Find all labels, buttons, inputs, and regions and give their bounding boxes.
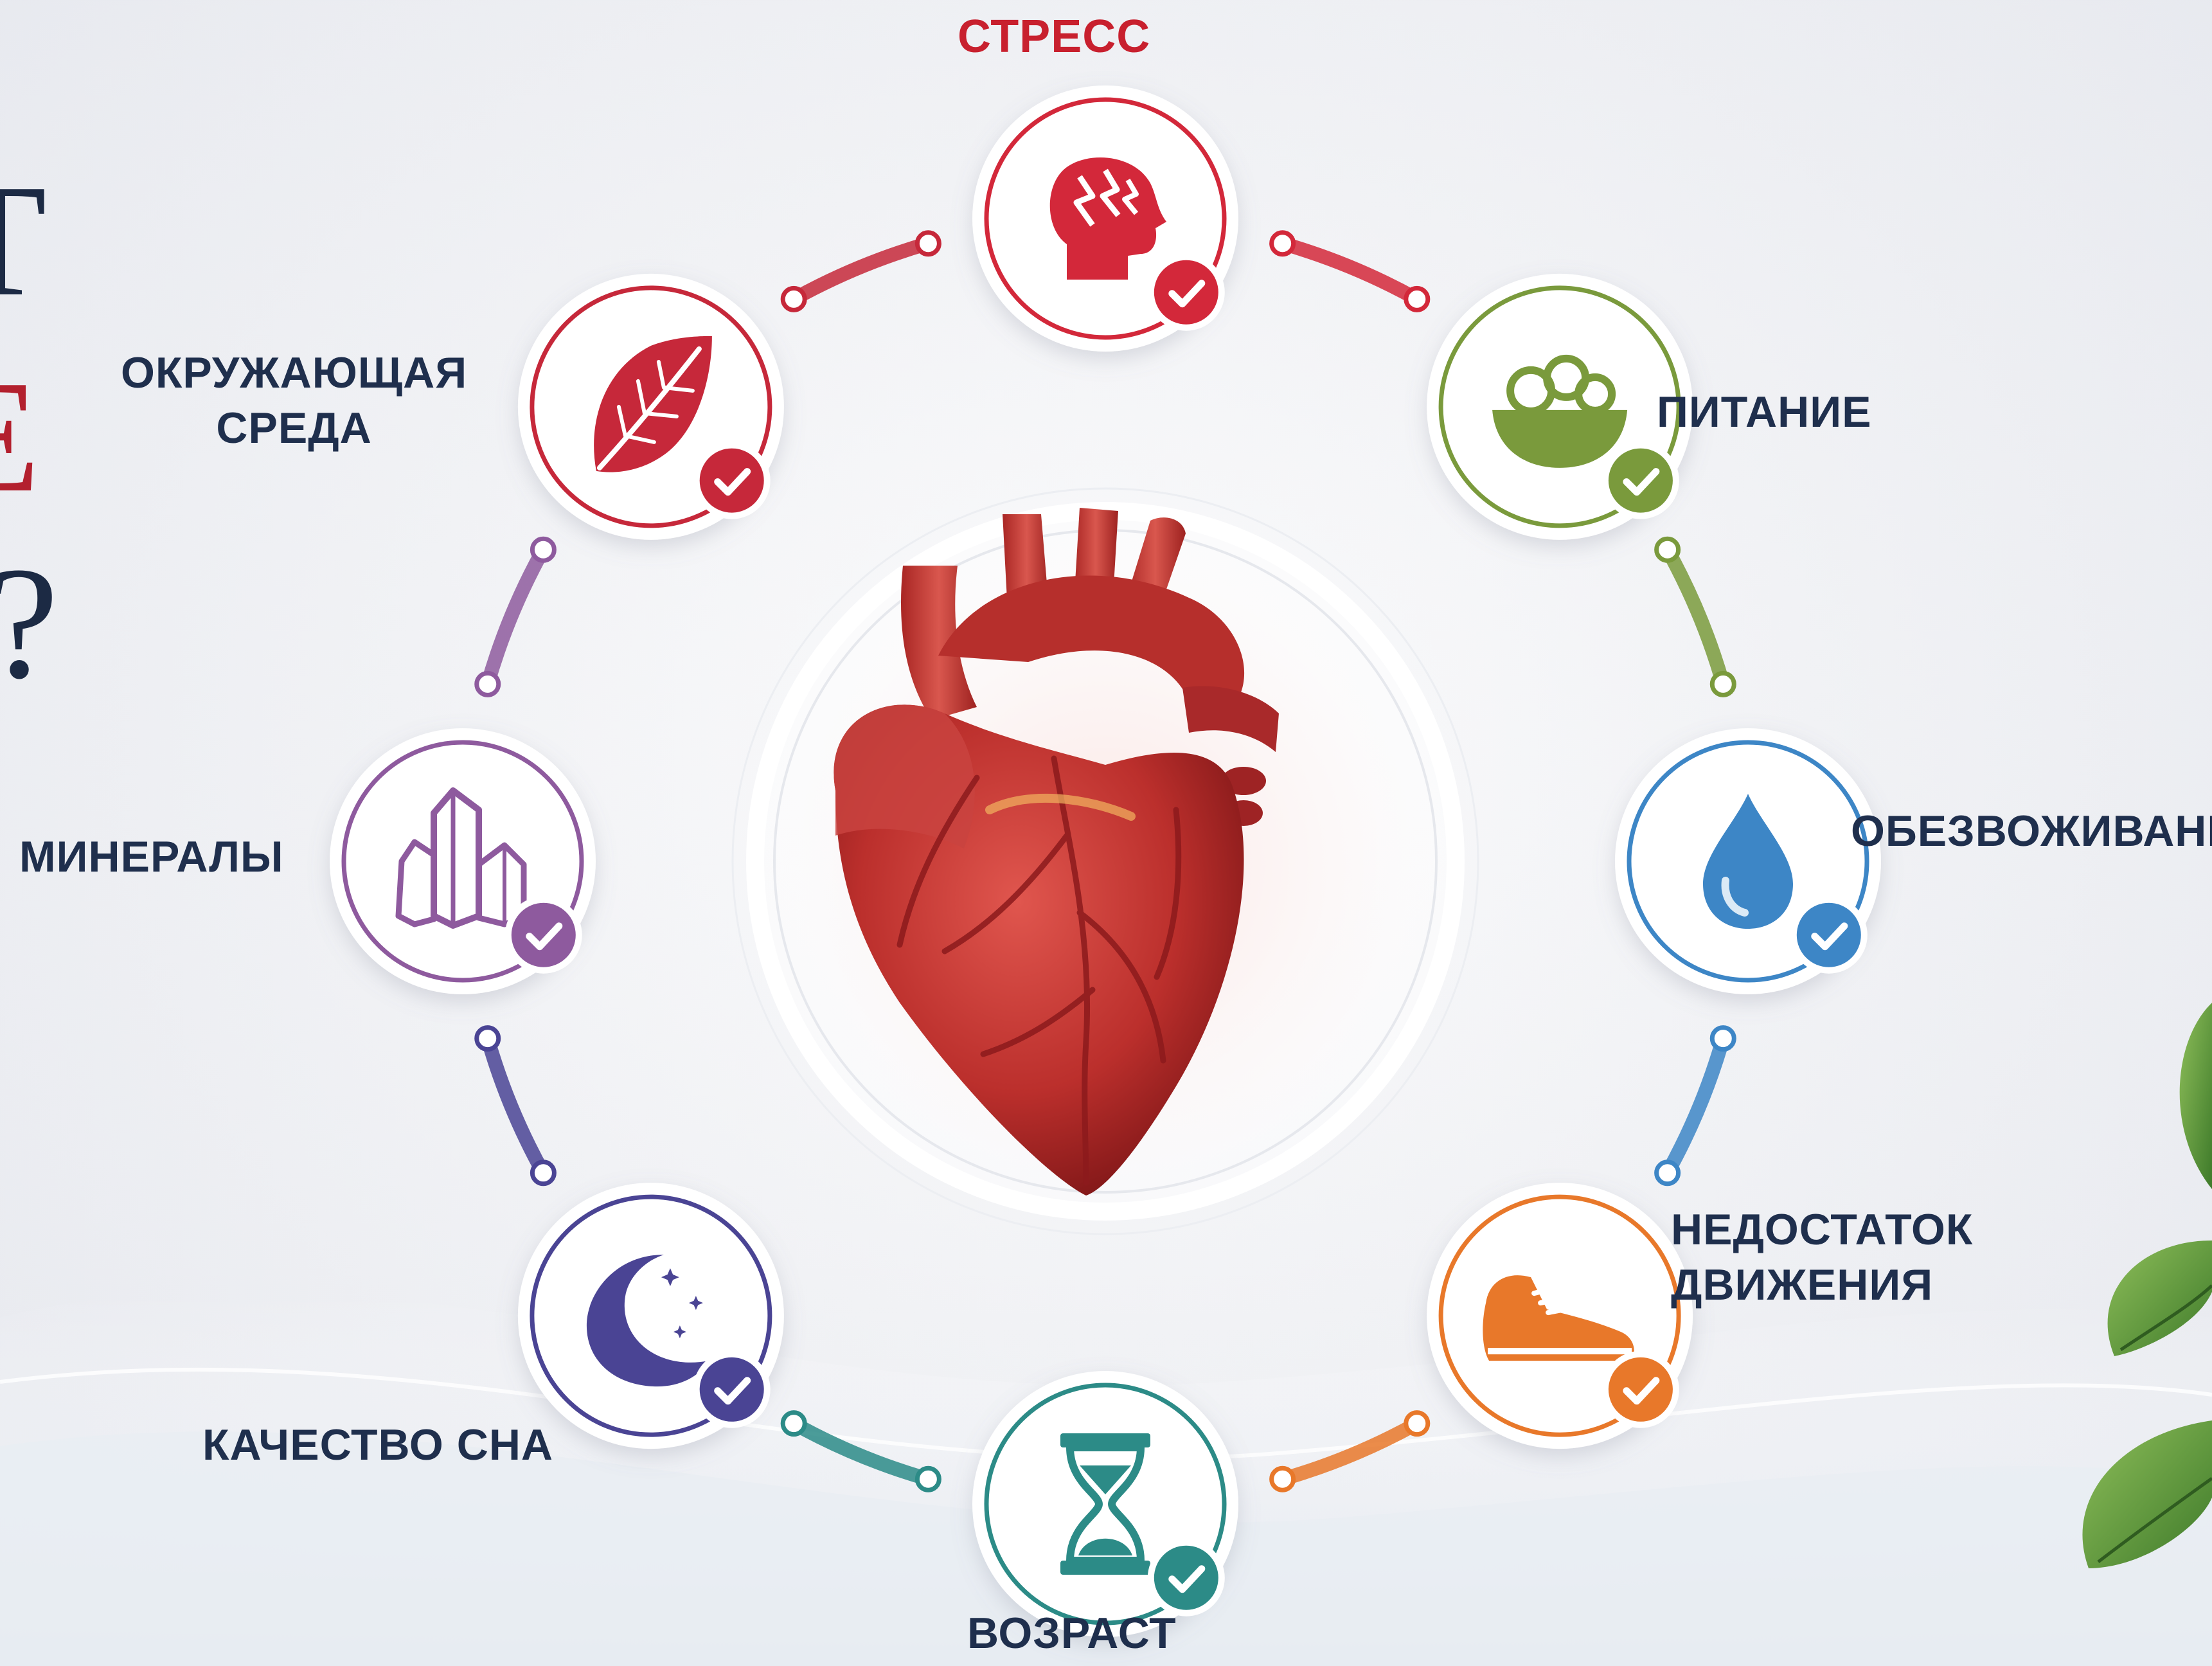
title-letter-3: ?	[0, 543, 58, 704]
check-badge-icon	[1790, 896, 1868, 974]
connector-arc-sleep	[474, 1025, 557, 1187]
factor-label-minerals: МИНЕРАЛЫ	[19, 832, 284, 881]
check-badge-icon	[693, 442, 771, 519]
factor-node-sleep	[517, 1183, 784, 1449]
factor-node-dehydration	[1615, 728, 1881, 994]
connector-arc-inactivity	[1269, 1410, 1431, 1492]
salad-bowl-icon	[1492, 354, 1628, 468]
factor-node-stress	[972, 85, 1238, 352]
check-badge-icon	[1601, 442, 1679, 519]
factor-label-stress: СТРЕСС	[958, 11, 1151, 62]
anatomical-heart-icon	[834, 508, 1279, 1196]
head-stress-icon	[1049, 157, 1166, 280]
connector-arc-minerals	[474, 536, 557, 697]
connector-arc-nutrition	[1654, 536, 1736, 697]
connector-arc-dehydration	[1654, 1025, 1736, 1187]
check-badge-icon	[1601, 1350, 1679, 1428]
factor-node-nutrition	[1427, 273, 1693, 540]
leaf-icon	[594, 336, 712, 472]
check-badge-icon	[1147, 253, 1225, 331]
check-badge-icon	[1147, 1539, 1225, 1617]
factor-nodes	[330, 85, 1881, 1637]
factor-label-inactivity: НЕДОСТАТОК ДВИЖЕНИЯ	[1671, 1205, 1974, 1309]
factor-node-age	[972, 1371, 1238, 1637]
factor-connector-arcs	[474, 230, 1736, 1492]
sneaker-icon	[1483, 1275, 1634, 1361]
center-heart-group	[731, 487, 1479, 1235]
check-badge-icon	[504, 896, 582, 974]
factor-node-inactivity	[1427, 1183, 1693, 1449]
factor-label-nutrition: ПИТАНИЕ	[1657, 388, 1872, 436]
factor-label-sleep: КАЧЕСТВО СНА	[202, 1420, 554, 1469]
check-badge-icon	[693, 1350, 771, 1428]
title-letter-1: Т	[0, 161, 47, 321]
water-drop-icon	[1703, 794, 1793, 929]
factor-node-minerals	[330, 728, 596, 994]
connector-arc-stress	[1269, 230, 1431, 312]
moon-stars-icon	[586, 1255, 709, 1387]
factor-node-environment	[517, 273, 784, 540]
hourglass-icon	[1060, 1433, 1150, 1575]
connector-arc-age	[780, 1410, 941, 1492]
connector-arc-environment	[780, 230, 941, 312]
crystal-icon	[395, 787, 527, 929]
factor-label-age: ВОЗРАСТ	[967, 1609, 1177, 1658]
factor-label-environment: ОКРУЖАЮЩАЯ СРЕДА	[121, 348, 468, 452]
decorative-leaves	[2082, 1003, 2212, 1568]
title-letter-2: Е	[0, 357, 40, 517]
factor-label-dehydration: ОБЕЗВОЖИВАНИЕ	[1851, 807, 2212, 855]
